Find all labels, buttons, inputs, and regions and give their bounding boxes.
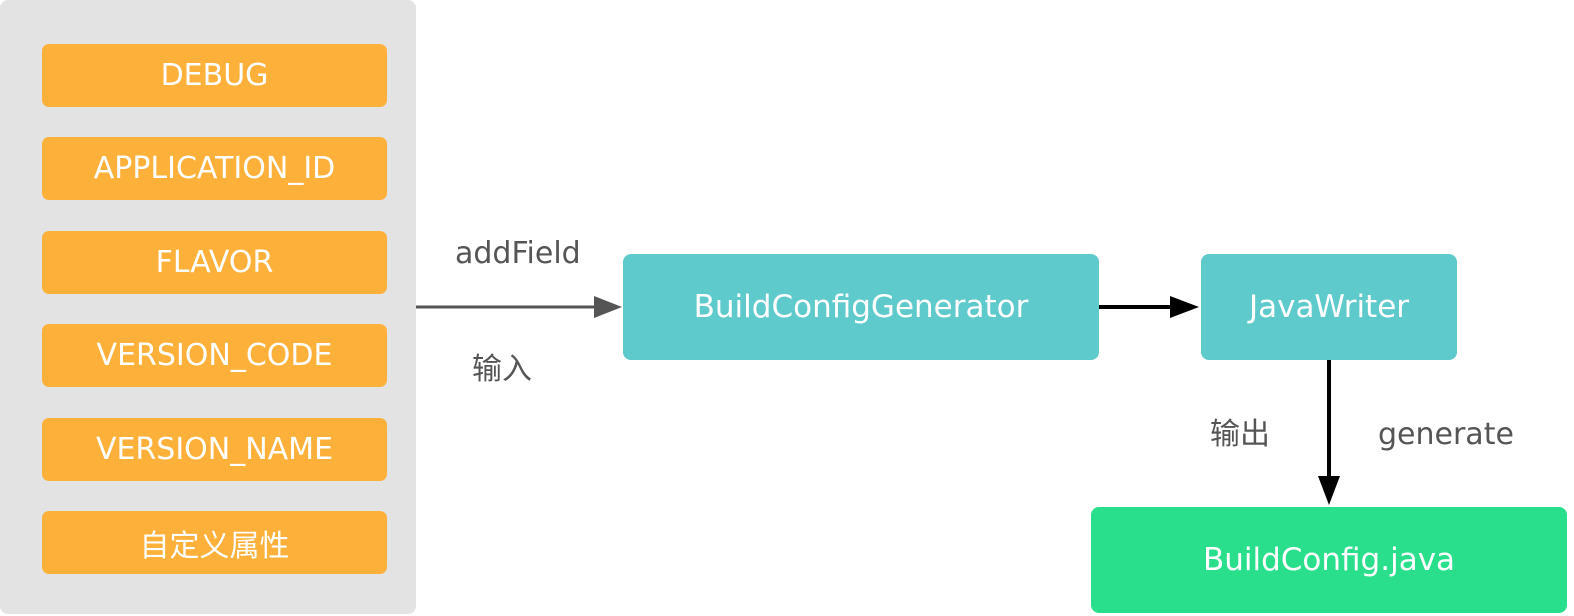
field-version-name: VERSION_NAME <box>42 418 387 481</box>
input-arrow <box>416 296 622 318</box>
input-label: 输入 <box>472 352 532 387</box>
field-debug: DEBUG <box>42 44 387 107</box>
generator-to-writer-arrow <box>1099 296 1199 318</box>
field-version-code: VERSION_CODE <box>42 324 387 387</box>
generate-label: generate <box>1378 417 1514 452</box>
field-custom-property: 自定义属性 <box>42 511 387 574</box>
add-field-label: addField <box>455 236 581 271</box>
java-writer-node: JavaWriter <box>1201 254 1457 360</box>
writer-to-output-arrow <box>1318 360 1340 505</box>
build-config-java-node: BuildConfig.java <box>1091 507 1567 613</box>
field-flavor: FLAVOR <box>42 231 387 294</box>
field-application-id: APPLICATION_ID <box>42 137 387 200</box>
output-label: 输出 <box>1210 417 1270 452</box>
build-config-generator-node: BuildConfigGenerator <box>623 254 1099 360</box>
